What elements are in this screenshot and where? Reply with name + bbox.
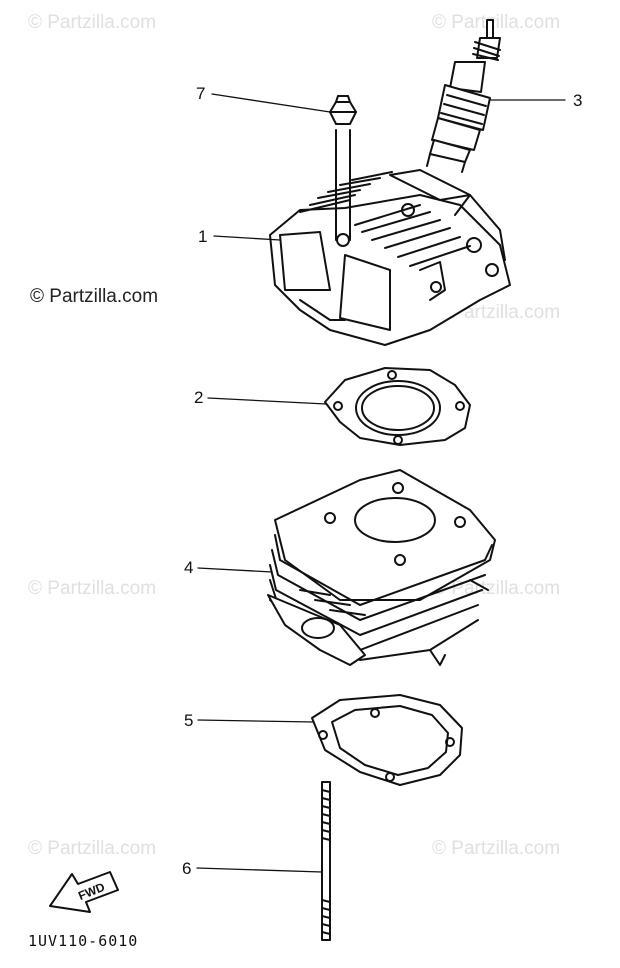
part-6-stud-bolt xyxy=(321,781,331,941)
part-3-spark-plug xyxy=(426,19,501,173)
fwd-arrow-icon xyxy=(49,871,119,913)
watermark: © Partzilla.com xyxy=(432,12,561,33)
part-5-base-gasket xyxy=(311,694,463,786)
callout-2: 2 xyxy=(194,388,204,407)
watermark: © Partzilla.com xyxy=(28,578,157,599)
callout-1: 1 xyxy=(198,227,208,246)
part-2-head-gasket xyxy=(324,367,471,446)
watermark: © Partzilla.com xyxy=(28,12,157,33)
callout-7: 7 xyxy=(196,84,206,103)
callout-4: 4 xyxy=(184,558,194,577)
callout-5: 5 xyxy=(184,711,194,730)
watermark: © Partzilla.com xyxy=(432,838,561,859)
part-4-cylinder xyxy=(267,469,496,666)
callout-6: 6 xyxy=(182,859,192,878)
callout-3: 3 xyxy=(573,91,583,110)
watermark-prominent: © Partzilla.com xyxy=(30,286,159,307)
part-1-cylinder-head xyxy=(269,129,511,346)
part-7-nut xyxy=(329,95,357,125)
watermark: © Partzilla.com xyxy=(28,838,157,859)
diagram-code: 1UV110-6010 xyxy=(28,932,139,950)
